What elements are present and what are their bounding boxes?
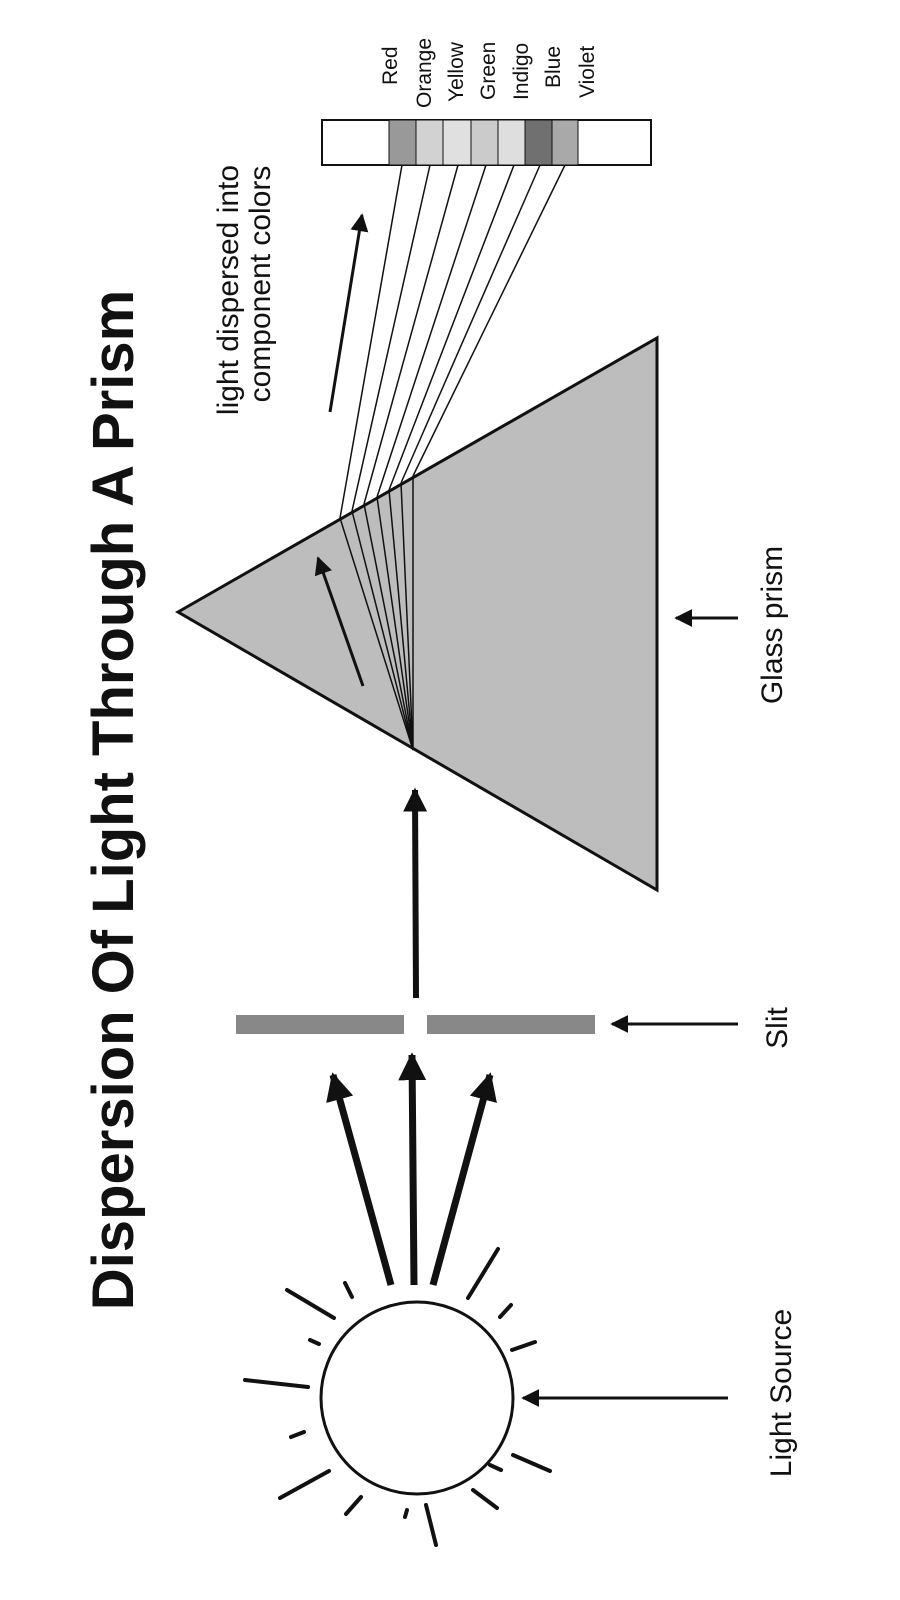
slit-bar-right [427,1015,595,1034]
internal-rays [339,476,414,751]
refraction-direction-arrow [314,556,365,687]
spectrum-cell-green [470,119,499,166]
spectrum-label-violet: Violet [576,46,599,98]
spectrum-label-indigo: Indigo [510,43,533,100]
dispersion-label-line1: light dispersed into [212,165,245,415]
light-source-rays [243,1247,552,1547]
spectrum-band [321,119,652,166]
slit-label: Slit [761,1007,794,1049]
light-source-icon [243,1247,552,1547]
source-ray-left-arrow [326,1072,395,1286]
source-ray-right-arrow [429,1072,497,1286]
spectrum-label-green: Green [477,42,500,100]
dispersion-label-line2: component colors [244,166,277,403]
spectrum-cell-blue [524,119,553,166]
source-ray-center-arrow [398,1052,427,1286]
spectrum-cell-yellow [442,119,472,166]
spectrum-label-red: Red [379,46,402,85]
glass-prism [174,335,659,893]
spectrum-cell-indigo [497,119,526,166]
slit-bar-left [236,1015,404,1034]
light-source-label: Light Source [765,1309,798,1477]
dispersed-rays [339,164,566,519]
glass-prism-label: Glass prism [756,546,789,704]
spectrum-label-blue: Blue [542,46,565,88]
diagram-title: Dispersion Of Light Through A Prism [81,290,146,1310]
spectrum-label-yellow: Yellow [445,41,468,102]
dispersion-direction-arrow [328,213,369,413]
spectrum-cell-orange [415,119,444,166]
spectrum-label-orange: Orange [413,38,436,108]
spectrum-cell-violet [551,119,579,166]
spectrum-cell-red [388,119,417,166]
light-source-circle [319,1300,515,1496]
beam-to-prism-arrow [403,787,428,999]
